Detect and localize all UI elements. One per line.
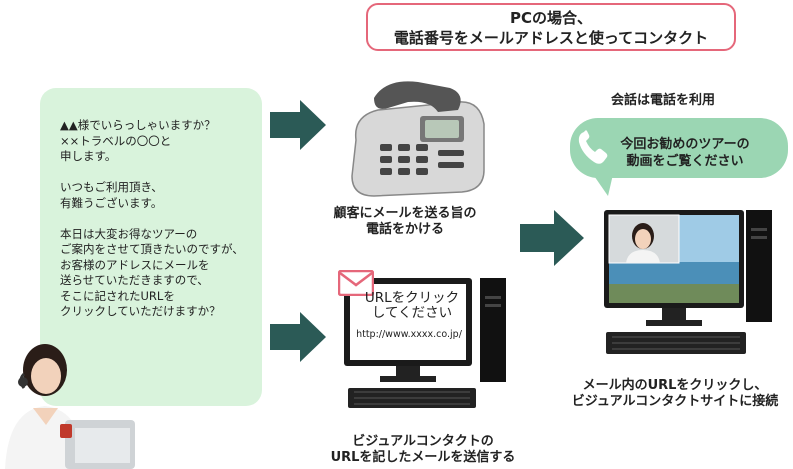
mail-icon [338, 270, 374, 296]
step3-caption: メール内のURLをクリックし、 ビジュアルコンタクトサイトに接続 [570, 378, 780, 410]
script-text: ▲▲様でいらっしゃいますか？ ××トラベルの〇〇と 申します。 いつもご利用頂き… [60, 118, 244, 318]
phone-handset-icon [578, 130, 608, 164]
pc-case-box: PCの場合、 電話番号をメールアドレスと使ってコンタクト [366, 3, 736, 51]
desktop-pc-video [604, 210, 772, 354]
mail-screen-line1: URLをクリック [364, 290, 460, 306]
step3-caption-line1: メール内のURLをクリックし、 [582, 378, 768, 393]
arrow-to-pc [270, 312, 326, 362]
step1-caption: 顧客にメールを送る旨の 電話をかける [325, 206, 485, 238]
speech-bubble [570, 118, 788, 178]
pc-case-line1: PCの場合、 [509, 9, 592, 27]
speech-bubble-text: 今回お勧めのツアーの 動画をご覧ください [600, 136, 770, 170]
speech-bubble-tail [590, 170, 614, 196]
arrow-to-result [520, 210, 584, 266]
pc-case-line2: 電話番号をメールアドレスと使ってコンタクト [393, 29, 709, 47]
step2-caption-line1: ビジュアルコンタクトの [352, 434, 494, 449]
script-bubble [40, 88, 262, 406]
arrow-to-phone [270, 100, 326, 150]
operator-illustration [5, 344, 135, 469]
speech-bubble-line1: 今回お勧めのツアーの [620, 137, 750, 152]
step1-caption-line1: 顧客にメールを送る旨の [333, 206, 477, 221]
step2-caption-line2: URLを記したメールを送信する [330, 450, 516, 465]
step2-caption: ビジュアルコンタクトの URLを記したメールを送信する [318, 434, 528, 466]
step3-caption-line2: ビジュアルコンタクトサイトに接続 [571, 394, 779, 409]
mail-screen-line2: してください [371, 305, 453, 321]
desktop-pc-mail [344, 278, 506, 408]
mail-screen-message: URLをクリック してください [362, 291, 462, 321]
speech-bubble-line2: 動画をご覧ください [626, 154, 744, 169]
mail-screen-url: http://www.xxxx.co.jp/ [356, 329, 462, 340]
step3-label: 会話は電話を利用 [610, 93, 715, 108]
step1-caption-line2: 電話をかける [365, 222, 444, 237]
telephone-icon [351, 81, 485, 197]
